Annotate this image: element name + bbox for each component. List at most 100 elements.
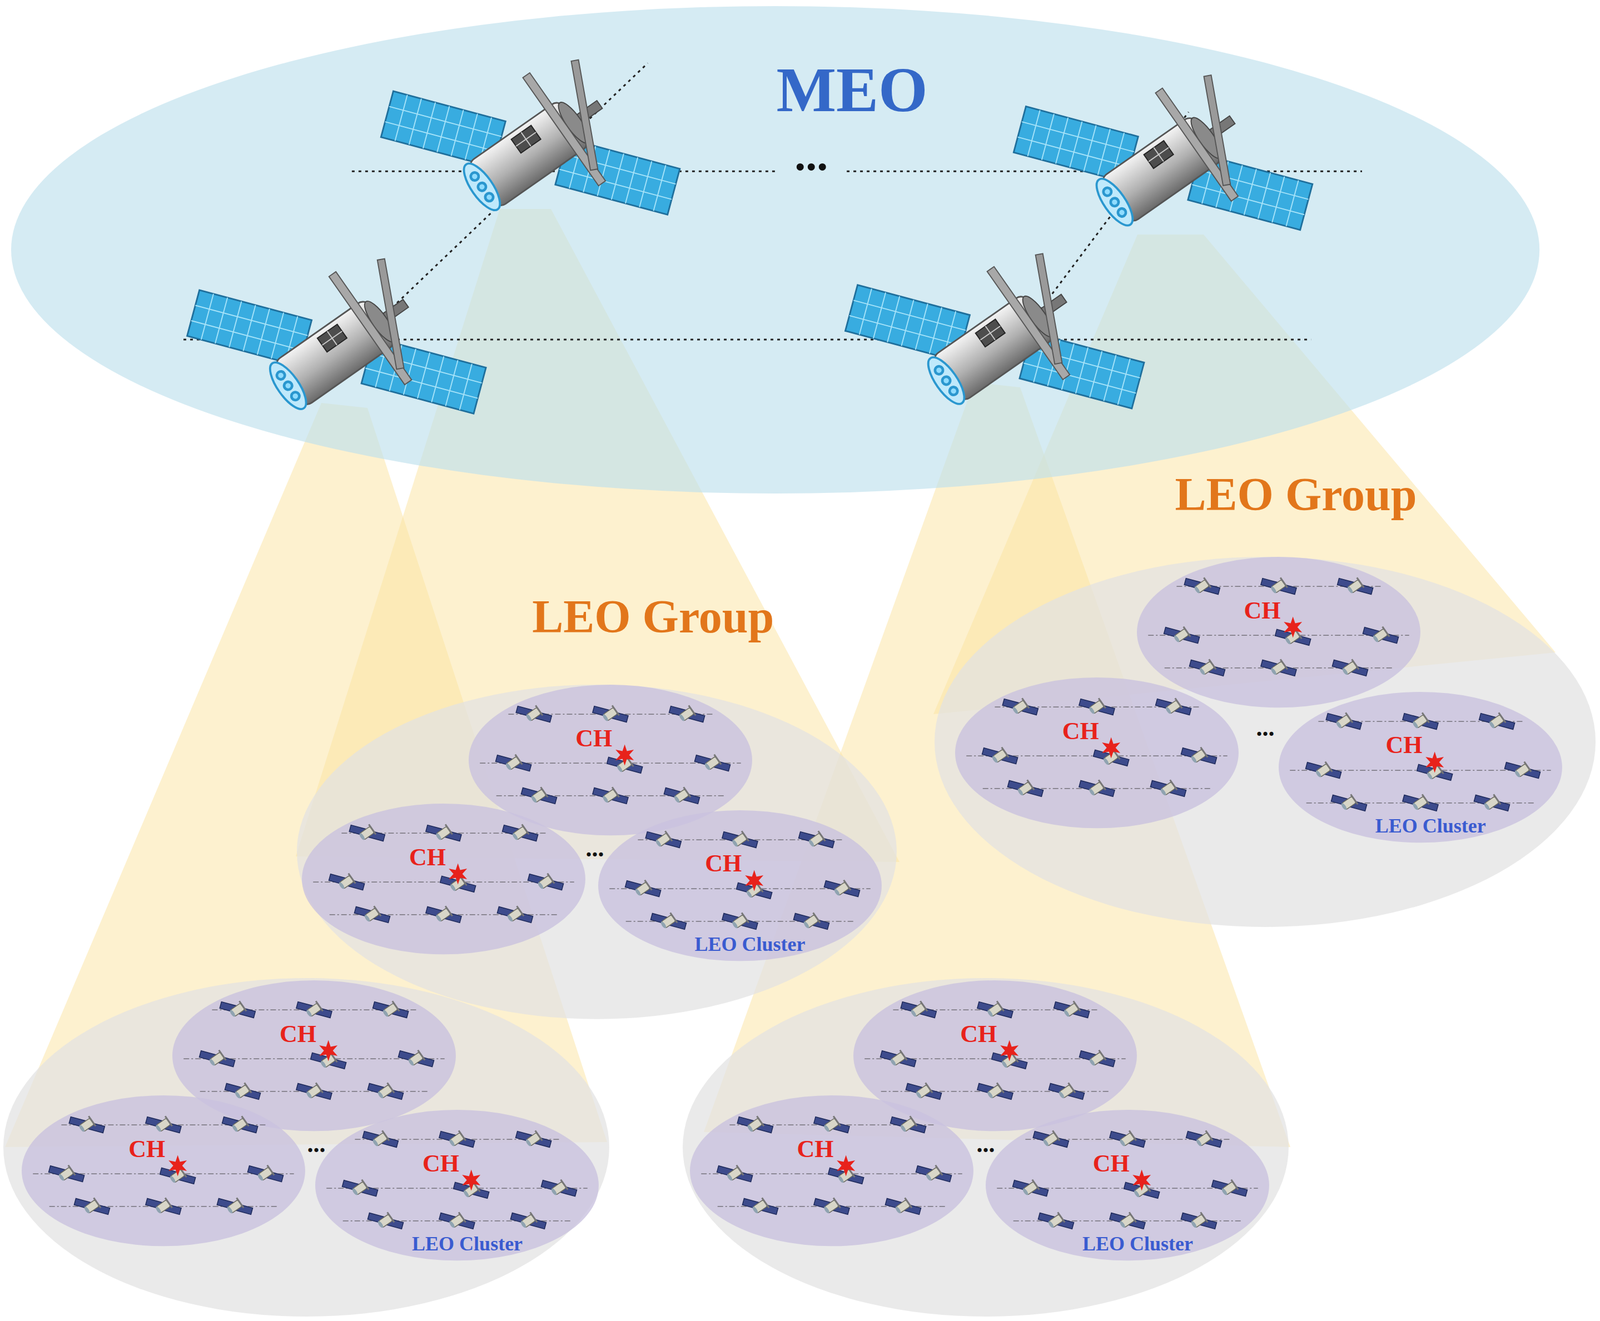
satellite-body [1512,761,1533,780]
satellite-antenna [516,906,525,918]
leo-satellite [592,786,629,806]
satellite-body [1194,1130,1214,1150]
satellite-body [913,1082,933,1102]
satellite-body [1041,1130,1061,1150]
cluster-head-label: CH [279,1021,317,1048]
satellite-nozzle [822,1206,831,1215]
satellite-nozzle [1513,769,1522,779]
leo-satellite [813,1116,850,1136]
leo-satellite [1150,779,1187,799]
leo-satellite [221,1116,258,1136]
satellite-nozzle [530,795,538,804]
panel-grid [1272,176,1285,223]
meo-region: MEO [10,5,1541,495]
panel-grid [389,106,502,137]
satellite-body [1163,697,1184,717]
satellite-antenna [1031,1179,1041,1191]
satellite-antenna [391,1001,401,1013]
cluster-head-label: CH [1092,1150,1130,1178]
satellite-body [1410,793,1430,813]
satellite-nozzle [1164,706,1172,715]
leo-satellite [354,906,391,926]
satellite-body [801,912,821,932]
ellipsis-mark: ... [1255,714,1275,742]
satellite-body [821,1198,842,1217]
satellite-antenna [444,906,454,918]
nozzle-port [950,387,958,395]
satellite-body [1171,626,1192,646]
leo-satellite [1305,761,1342,780]
nozzle-port [1118,209,1126,217]
satellite-antenna [1350,659,1360,671]
satellite-antenna [521,824,530,836]
satellite-blade [1204,75,1231,186]
satellite-nozzle [1195,1139,1203,1148]
satellite-antenna [713,753,722,765]
satellite-antenna [539,786,549,798]
satellite-antenna [669,912,678,924]
cluster-head-star [449,863,468,886]
satellite-nozzle [1021,1188,1030,1197]
satellite-antenna [1279,577,1289,589]
satellite-nozzle [1119,1220,1127,1230]
satellite-nozzle [654,838,663,848]
satellite-nozzle [1159,788,1167,797]
leo-satellite [398,1050,435,1070]
nozzle-port [1107,195,1122,210]
satellite-nozzle [1062,1009,1071,1018]
leo-satellite [342,1179,379,1199]
leo-satellite [624,879,661,899]
panel-grid [395,95,408,142]
satellite-nozzle [1088,788,1096,797]
satellite-body [724,1165,745,1185]
satellite-nozzle [519,1220,528,1230]
satellite-body [600,786,620,806]
satellite-body [831,879,852,899]
leo-satellite [329,873,365,893]
satellite-nozzle [731,920,739,929]
cluster-title: LEO Cluster [1375,815,1487,838]
panel-grid [1089,351,1102,398]
satellite-blade [377,259,405,370]
satellite-nozzle [320,1060,328,1070]
satellite-body [304,1001,325,1021]
leo-satellite [73,1198,110,1217]
satellite-nozzle [1047,1220,1055,1230]
satellite-antenna [164,1198,173,1210]
satellite-window [980,326,1001,341]
cluster-head-label: CH [960,1021,997,1048]
satellite-antenna [266,1165,275,1177]
satellite-antenna [817,830,826,842]
satellite-nozzle [751,1206,759,1215]
satellite-nozzle [1190,1220,1198,1230]
satellite-body [1339,793,1359,813]
leo-satellite [296,1082,332,1102]
satellite-nozzle [673,795,681,804]
satellite-body [528,786,549,806]
satellite-nozzle [915,1091,923,1100]
leo-satellite [68,1116,105,1136]
satellite-body [1340,659,1360,679]
satellite-body [806,830,827,850]
panel-grid [1192,184,1305,215]
panel-grid [1017,137,1131,168]
satellite-body [729,912,750,932]
satellite-antenna [458,1212,467,1224]
satellite-body [1410,712,1430,732]
ellipsis-mark: ... [585,835,605,863]
satellite-body [1487,712,1507,732]
satellite-nozzle [837,1175,845,1185]
satellite-antenna [529,1212,539,1224]
leo-satellite [1079,1050,1115,1070]
satellite-nozzle [899,1124,907,1134]
leo-satellite [982,747,1018,767]
leo-cluster-shape [1278,692,1563,843]
satellite-nozzle [1042,1139,1050,1148]
satellite-body [1117,1212,1137,1232]
satellite-body [1158,779,1179,799]
satellite-nozzle [634,888,642,897]
satellite-nozzle [745,890,753,899]
satellite-nozzle [731,838,739,848]
cluster-head-label: CH [1243,597,1281,625]
leo-cluster-shape [301,803,586,955]
